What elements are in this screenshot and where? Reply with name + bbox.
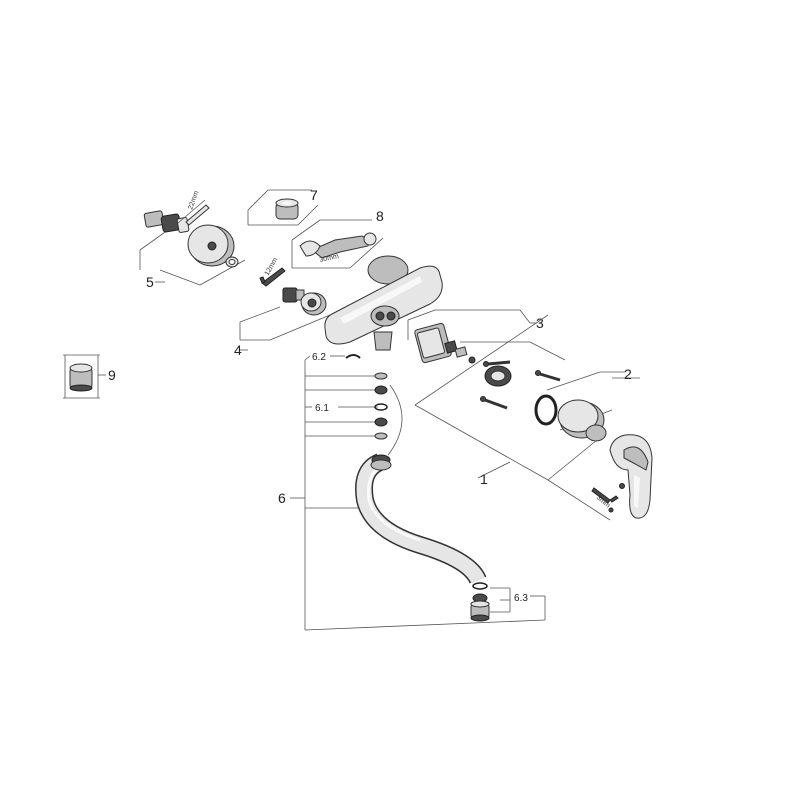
dim-3mm: 3mm	[595, 494, 612, 509]
callout-9: 9	[108, 367, 116, 383]
callout-7: 7	[310, 187, 318, 203]
callout-3: 3	[536, 315, 544, 331]
callout-6: 6	[278, 490, 286, 506]
nipple-part-4: 12mm 4	[234, 257, 331, 358]
dim-22mm: 22mm	[187, 190, 200, 211]
callout-1-leaders: 1	[414, 314, 549, 487]
callout-6-1: 6.1	[315, 403, 329, 414]
bushing-part-7: 7	[247, 187, 319, 226]
callout-4: 4	[234, 342, 242, 358]
aerator-part-9: 9	[63, 354, 116, 399]
spout-part-6: 6.2 6.1 6.3 6	[278, 352, 546, 631]
callout-2: 2	[624, 366, 632, 382]
callout-6-2: 6.2	[312, 352, 326, 363]
cartridge-part-3: 3	[407, 309, 566, 410]
callout-8: 8	[376, 208, 384, 224]
cover-part-2: 2	[534, 366, 640, 442]
callout-1: 1	[480, 471, 488, 487]
wrench-part-8: 30mm 8	[291, 208, 384, 269]
connector-part-5: 22mm 5	[139, 190, 246, 290]
dim-30mm: 30mm	[319, 253, 340, 264]
mixer-body	[324, 255, 443, 351]
callout-6-3: 6.3	[514, 593, 528, 604]
callout-5: 5	[146, 274, 154, 290]
lever-handle: 3mm	[547, 434, 653, 521]
